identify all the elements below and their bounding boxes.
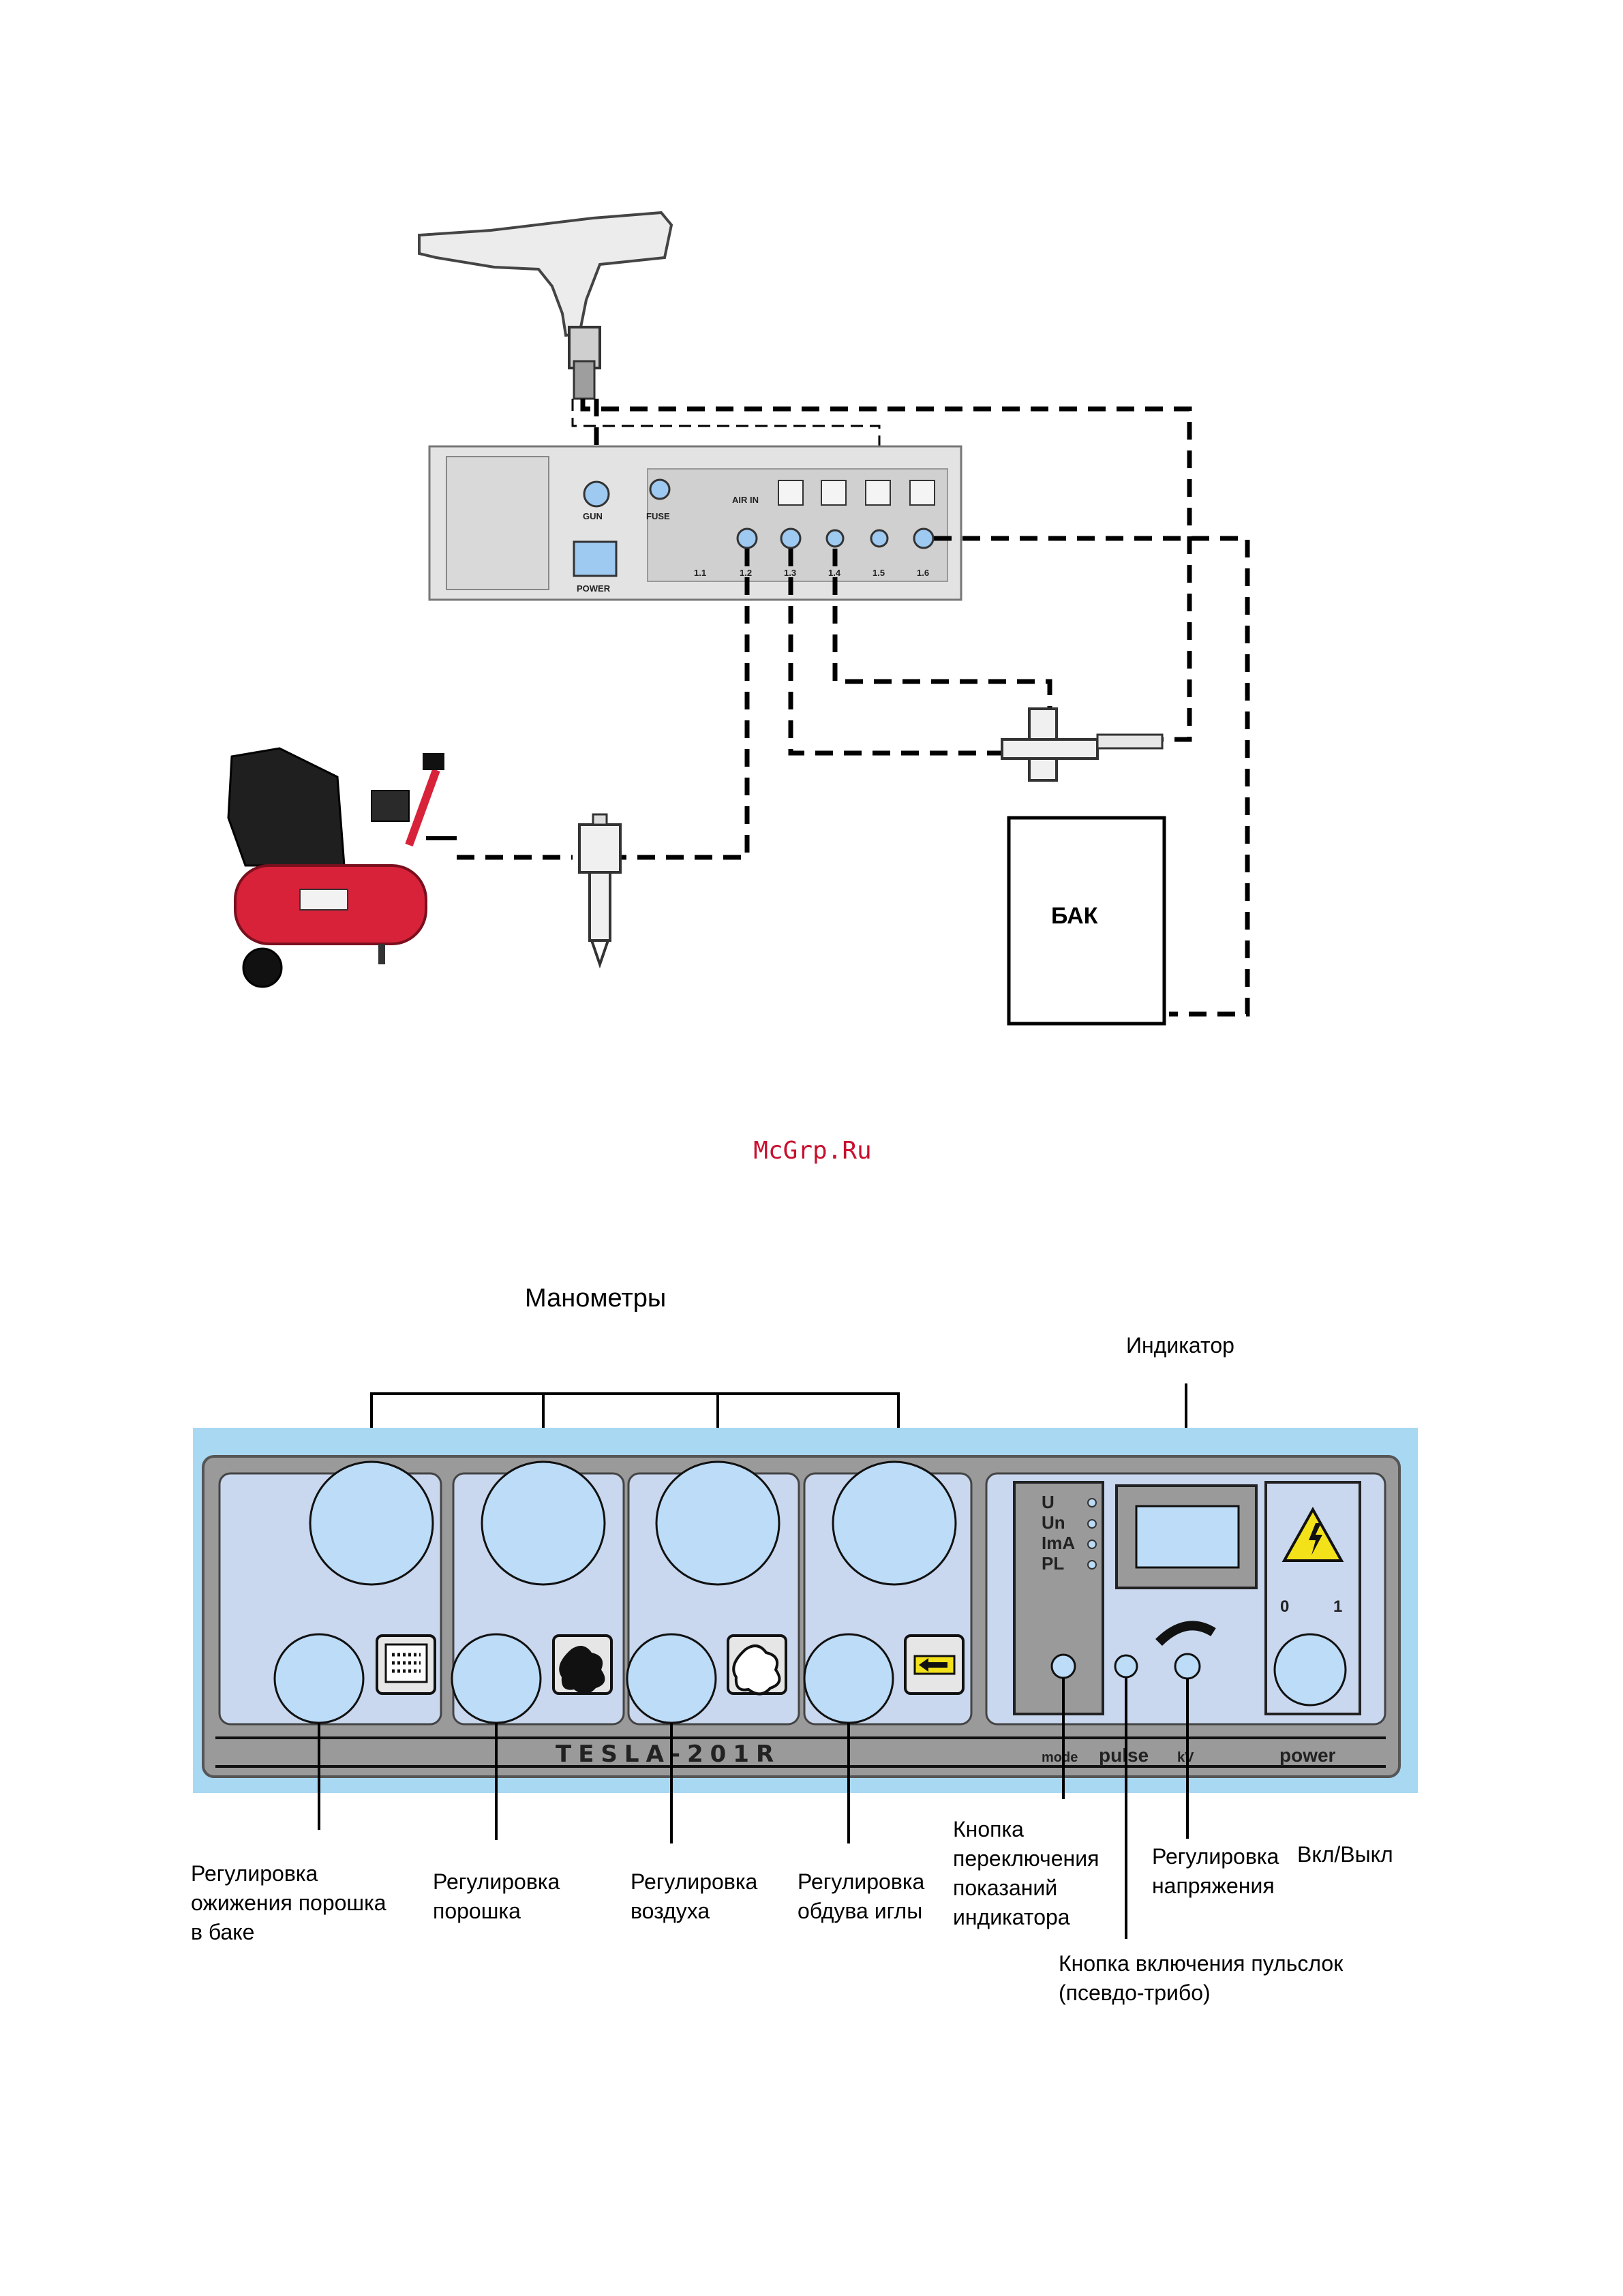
port-label-5: 1.5 <box>873 568 885 578</box>
power-label: POWER <box>577 583 611 594</box>
svg-text:Кнопка: Кнопка <box>953 1817 1024 1841</box>
led-ima <box>1087 1540 1097 1549</box>
compressor-icon <box>227 747 457 988</box>
svg-text:Регулировка: Регулировка <box>631 1869 758 1894</box>
led-u <box>1087 1498 1097 1507</box>
fluidization-icon <box>384 1643 428 1683</box>
gun-label: GUN <box>583 511 603 521</box>
svg-text:обдува иглы: обдува иглы <box>798 1899 922 1923</box>
svg-text:порошка: порошка <box>433 1899 521 1923</box>
port-label-4: 1.4 <box>828 568 841 578</box>
callout-fluidization: Регулировка ожижения порошка в баке <box>191 1861 386 1944</box>
spray-gun-icon <box>418 211 673 400</box>
section-powder <box>451 1460 625 1726</box>
callout-voltage: Регулировка напряжения <box>1152 1844 1279 1898</box>
section-control: U Un ImA PL 0 1 <box>985 1472 1386 1726</box>
svg-text:(псевдо-трибо): (псевдо-трибо) <box>1059 1980 1211 2005</box>
svg-text:Регулировка: Регулировка <box>433 1869 560 1894</box>
fuse-label: FUSE <box>646 511 670 521</box>
powder-knob[interactable] <box>451 1633 542 1724</box>
arrow-left-icon <box>913 1655 956 1675</box>
svg-text:Регулировка: Регулировка <box>798 1869 925 1894</box>
model-label: TESLA-201R <box>556 1741 780 1768</box>
air-knob[interactable] <box>626 1633 717 1724</box>
led-un <box>1087 1519 1097 1529</box>
tank-label: БАК <box>1051 903 1098 929</box>
led-pl <box>1087 1560 1097 1570</box>
pulse-button[interactable] <box>1114 1654 1138 1679</box>
fuse-connector <box>649 478 671 500</box>
svg-text:переключения: переключения <box>953 1846 1099 1871</box>
high-voltage-icon <box>1281 1506 1344 1562</box>
section-fluidization <box>218 1460 442 1726</box>
indicator-display <box>1135 1505 1240 1569</box>
mode-label: mode <box>1042 1750 1078 1765</box>
manometer-4 <box>832 1460 957 1586</box>
section-needle <box>803 1460 973 1726</box>
svg-text:Регулировка: Регулировка <box>1152 1844 1279 1869</box>
fluidization-knob[interactable] <box>273 1633 365 1724</box>
air-cloud-icon <box>732 1644 781 1696</box>
powder-injector-icon <box>1001 707 1164 782</box>
kv-knob[interactable] <box>1174 1653 1201 1680</box>
port-label-2: 1.2 <box>740 568 752 578</box>
power-panel-label: power <box>1279 1745 1336 1766</box>
pulse-label: pulse <box>1099 1745 1149 1766</box>
manometers-label: Манометры <box>525 1284 666 1313</box>
switch-on-label: 1 <box>1333 1597 1342 1616</box>
manometer-2 <box>481 1460 606 1586</box>
port-label-3: 1.3 <box>784 568 796 578</box>
callout-power-switch: Вкл/Выкл <box>1297 1842 1393 1867</box>
svg-text:воздуха: воздуха <box>631 1899 710 1923</box>
kv-label: kV <box>1177 1750 1194 1765</box>
port-label-6: 1.6 <box>917 568 929 578</box>
air-in-label: AIR IN <box>732 495 759 505</box>
powder-cloud-icon <box>559 1646 605 1694</box>
air-ports <box>736 527 935 549</box>
callout-pulse-button: Кнопка включения пульслок (псевдо-трибо) <box>1059 1951 1344 2005</box>
watermark-text: McGrp.Ru <box>753 1137 871 1165</box>
callout-air: Регулировка воздуха <box>631 1869 758 1923</box>
svg-text:показаний: показаний <box>953 1876 1057 1900</box>
svg-text:напряжения: напряжения <box>1152 1873 1275 1898</box>
tank-box <box>1007 816 1166 1026</box>
power-socket <box>573 540 618 577</box>
callout-needle: Регулировка обдува иглы <box>798 1869 925 1923</box>
gun-connector <box>583 480 610 508</box>
manometer-3 <box>655 1460 780 1586</box>
led-label-ima: ImA <box>1042 1533 1075 1553</box>
port-label-1: 1.1 <box>694 568 706 578</box>
svg-text:в баке: в баке <box>191 1920 254 1944</box>
callout-powder: Регулировка порошка <box>433 1869 560 1923</box>
svg-text:Вкл/Выкл: Вкл/Выкл <box>1297 1842 1393 1867</box>
indicator-label: Индикатор <box>1126 1333 1234 1358</box>
switch-off-label: 0 <box>1280 1597 1289 1616</box>
callout-mode-button: Кнопка переключения показаний индикатора <box>953 1817 1099 1929</box>
unit-rear-panel: GUN FUSE POWER AIR IN 1.1 1.2 1.3 1.4 1.… <box>428 445 962 601</box>
kv-arc-icon <box>1155 1621 1216 1647</box>
needle-knob[interactable] <box>803 1633 894 1724</box>
led-label-pl: PL <box>1042 1553 1064 1574</box>
manometer-1 <box>309 1460 434 1586</box>
mode-button[interactable] <box>1050 1653 1076 1679</box>
svg-text:индикатора: индикатора <box>953 1905 1070 1929</box>
led-label-u: U <box>1042 1492 1055 1512</box>
svg-text:Регулировка: Регулировка <box>191 1861 318 1886</box>
power-switch[interactable] <box>1273 1633 1347 1706</box>
svg-text:ожижения порошка: ожижения порошка <box>191 1891 386 1915</box>
svg-text:Кнопка включения пульслок: Кнопка включения пульслок <box>1059 1951 1344 1976</box>
section-air <box>626 1460 800 1726</box>
air-filter-icon <box>578 813 622 969</box>
led-label-un: Un <box>1042 1512 1065 1533</box>
